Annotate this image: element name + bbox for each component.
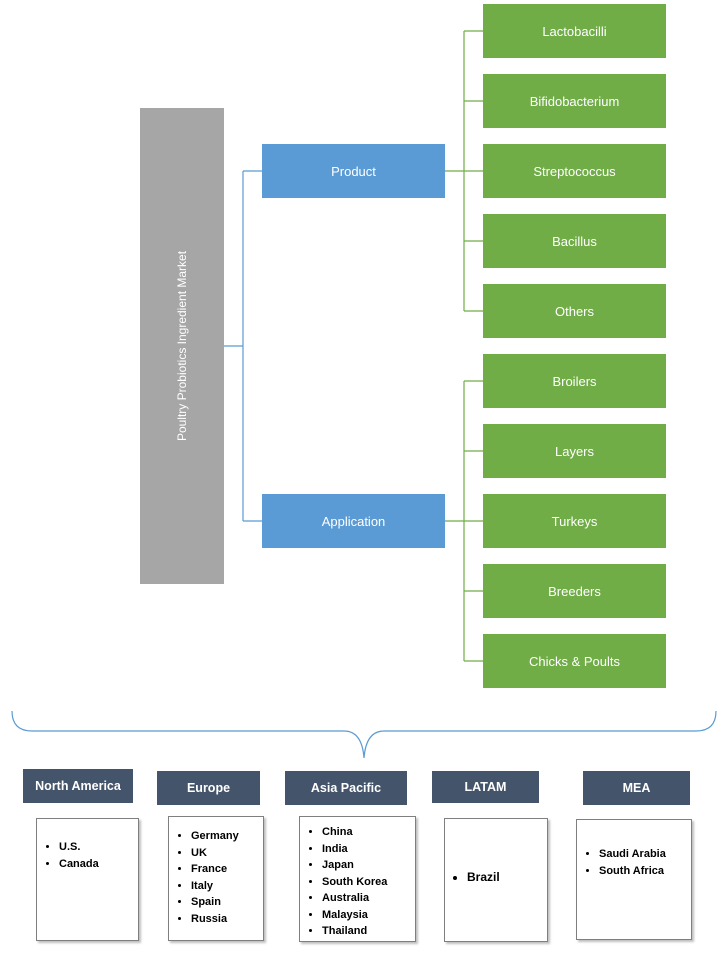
list-item: China [322, 824, 415, 841]
category-product: Product [262, 144, 445, 198]
leaf-turkeys: Turkeys [483, 494, 666, 548]
product-connector [445, 30, 483, 312]
leaf-label: Lactobacilli [542, 23, 607, 39]
list-item: South Africa [599, 863, 691, 880]
region-europe: Europe [157, 771, 260, 805]
region-label: North America [35, 779, 121, 793]
list-item: South Korea [322, 874, 415, 891]
leaf-label: Broilers [552, 373, 597, 389]
region-brace [11, 710, 717, 759]
country-list-north-america: U.S. Canada [36, 818, 139, 941]
country-list-asia-pacific: China India Japan South Korea Australia … [299, 816, 416, 942]
list-item: Brazil [467, 869, 547, 886]
list-item: Canada [59, 856, 138, 873]
list-item: Russia [191, 911, 263, 928]
list-item: Germany [191, 828, 263, 845]
leaf-label: Breeders [548, 583, 601, 599]
region-label: MEA [622, 781, 651, 795]
list-item: Japan [322, 857, 415, 874]
list-item: Malaysia [322, 907, 415, 924]
country-list-mea: Saudi Arabia South Africa [576, 819, 692, 940]
leaf-bacillus: Bacillus [483, 214, 666, 268]
leaf-label: Chicks & Poults [528, 653, 621, 669]
root-label: Poultry Probiotics Ingredient Market [175, 250, 189, 442]
root-node: Poultry Probiotics Ingredient Market [140, 108, 224, 584]
list-item: Italy [191, 878, 263, 895]
category-label: Product [331, 163, 376, 179]
list-item: Spain [191, 894, 263, 911]
leaf-label: Turkeys [551, 513, 598, 529]
region-label: Europe [186, 781, 231, 795]
leaf-streptococcus: Streptococcus [483, 144, 666, 198]
leaf-chicks-poults: Chicks & Poults [483, 634, 666, 688]
region-asia-pacific: Asia Pacific [285, 771, 407, 805]
region-north-america: North America [23, 769, 133, 803]
list-item: U.S. [59, 839, 138, 856]
country-list-europe: Germany UK France Italy Spain Russia [168, 816, 264, 941]
region-latam: LATAM [432, 771, 539, 803]
leaf-label: Bacillus [552, 233, 597, 249]
leaf-label: Others [554, 303, 594, 319]
leaf-lactobacilli: Lactobacilli [483, 4, 666, 58]
application-connector [445, 380, 483, 662]
region-mea: MEA [583, 771, 690, 805]
leaf-label: Streptococcus [533, 163, 616, 179]
leaf-bifidobacterium: Bifidobacterium [483, 74, 666, 128]
leaf-layers: Layers [483, 424, 666, 478]
leaf-label: Layers [554, 443, 595, 459]
leaf-others: Others [483, 284, 666, 338]
list-item: France [191, 861, 263, 878]
root-connector [224, 170, 262, 522]
region-label: LATAM [464, 780, 507, 794]
leaf-breeders: Breeders [483, 564, 666, 618]
list-item: Saudi Arabia [599, 846, 691, 863]
region-label: Asia Pacific [310, 781, 382, 795]
list-item: Australia [322, 890, 415, 907]
category-label: Application [321, 513, 386, 529]
leaf-broilers: Broilers [483, 354, 666, 408]
leaf-label: Bifidobacterium [529, 93, 620, 109]
list-item: UK [191, 845, 263, 862]
category-application: Application [262, 494, 445, 548]
list-item: India [322, 841, 415, 858]
list-item: Thailand [322, 923, 415, 940]
country-list-latam: Brazil [444, 818, 548, 942]
